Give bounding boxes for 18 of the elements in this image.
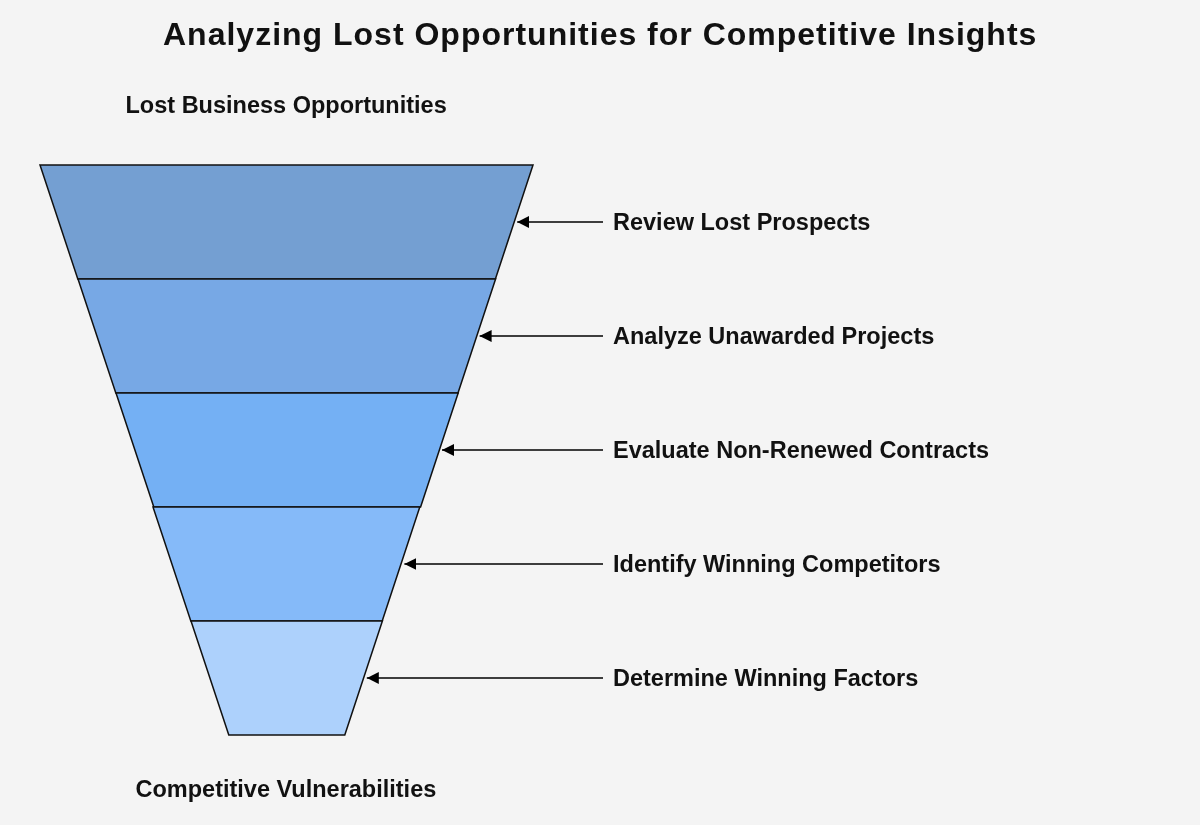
step-label: Evaluate Non-Renewed Contracts xyxy=(613,436,990,465)
arrow xyxy=(441,444,604,456)
step-label: Determine Winning Factors xyxy=(613,664,919,693)
funnel-segment xyxy=(115,393,458,507)
funnel-segment xyxy=(153,507,421,621)
funnel-segment xyxy=(77,279,496,393)
arrow xyxy=(366,672,604,684)
step-label: Analyze Unawarded Projects xyxy=(613,322,935,351)
funnel-top-label: Lost Business Opportunities xyxy=(125,91,447,120)
step-label: Review Lost Prospects xyxy=(613,208,871,237)
title: Analyzing Lost Opportunities for Competitive Insights xyxy=(163,15,1038,54)
arrow xyxy=(478,330,604,342)
funnel-segment xyxy=(191,621,383,735)
funnel-bottom-label: Competitive Vulnerabilities xyxy=(135,775,437,804)
funnel-segment xyxy=(40,165,533,279)
arrow xyxy=(403,558,604,570)
arrow xyxy=(516,216,604,228)
step-label: Identify Winning Competitors xyxy=(613,550,941,579)
